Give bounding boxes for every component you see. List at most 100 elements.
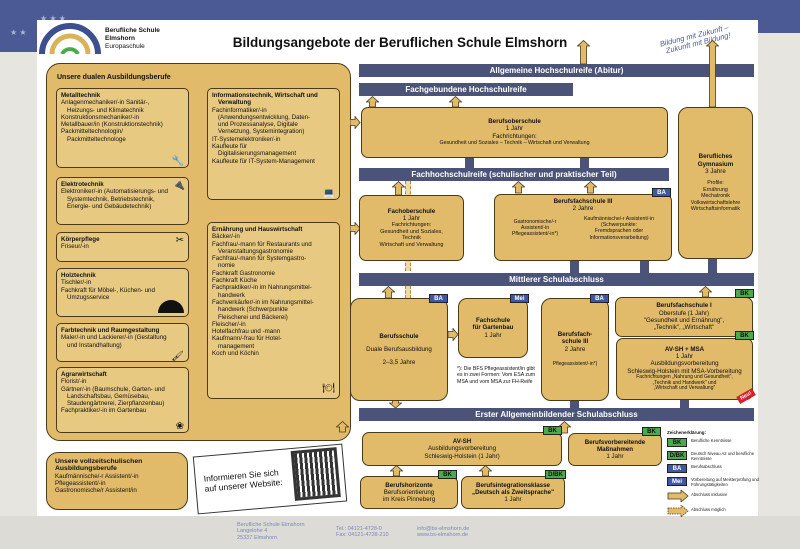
saw-blade-icon <box>158 300 184 313</box>
badge-bk: BK <box>642 427 661 436</box>
connector <box>708 258 717 274</box>
list-line: Oberstufe (1 Jahr) <box>658 309 710 317</box>
list-line: Fachkraft für Möbel-, Küchen- und <box>61 286 155 294</box>
wrench-icon: 🔧 <box>171 155 184 167</box>
legend-item: BK Berufliche Kenntnisse <box>667 437 759 448</box>
arrow-up-icon <box>336 421 349 433</box>
school-title: Berufsfach- <box>557 330 593 338</box>
connector <box>570 260 579 274</box>
school-name: Berufliche Schule Elmshorn Europaschule <box>105 27 160 51</box>
list-line: Fleischerei und Bäckerei) <box>218 313 288 321</box>
star-icon: ★ ★ <box>10 28 27 37</box>
school-title: Berufsintegrationsklasse <box>476 481 550 489</box>
badge-bk: BK <box>438 470 457 479</box>
connector <box>570 399 579 409</box>
school-duration: 1 Jahr <box>606 453 624 461</box>
list-line: Ausbildungsvorbereitung <box>427 445 497 453</box>
list-line: Fachpraktiker/-in im Nahrungsmittel- <box>212 284 312 292</box>
legend-item: Abschluss inklusive <box>667 489 759 503</box>
list-line: Fremdsprachen oder <box>594 228 644 235</box>
dashed-arrow <box>405 286 411 298</box>
school-title: Berufshorizonte <box>385 481 433 489</box>
list-line: Fachfrau/-mann für Restaurants und <box>212 240 312 248</box>
badge-ba: BA <box>652 188 671 197</box>
arrow-up-icon <box>699 286 712 298</box>
legend-text: Berufliche Kenntnisse <box>691 438 732 443</box>
list-line: und Prozessanalyse, Digitale <box>218 121 298 129</box>
badge-ba: BA <box>429 294 448 303</box>
list-line: Pflegeassistent/-in <box>55 479 106 487</box>
star-icon: ★ ★ ★ <box>40 14 66 23</box>
badge-bk: BK <box>735 289 754 298</box>
school-berufsintegrationsklasse[interactable]: Berufsintegrationsklasse„Deutsch als Zwe… <box>461 476 565 509</box>
legend-badge: BK <box>667 438 687 447</box>
list-line: Fachpraktiker/-in im Gartenbau <box>61 407 147 415</box>
legend-text: Abschluss möglich <box>691 507 726 512</box>
arrow-up-icon <box>382 286 395 299</box>
list-line: handwerk (Schwerpunkte <box>218 306 288 314</box>
list-line: Kaufmann/-frau für Hotel- <box>212 335 282 343</box>
legend-item: Abschluss möglich <box>667 504 759 518</box>
list-line: im Kreis Pinneberg <box>382 496 436 504</box>
list-line: Anlagenmechaniker/-in Sanitär-, <box>61 99 150 107</box>
badge-bk: BK <box>543 426 562 435</box>
bar-fachhochschulreife: Fachhochschulreife (schulischer und prak… <box>359 168 669 181</box>
page-title: Bildungsangebote der Beruflichen Schule … <box>232 35 568 50</box>
school-title: schule III <box>561 338 589 346</box>
footer-email-link[interactable]: info@bs-elmshorn.de <box>417 526 470 532</box>
list-line: Kaufleute für IT-System-Management <box>212 157 315 165</box>
connector <box>465 157 474 169</box>
group-title: Metalltechnik <box>61 92 101 99</box>
footer-website-link[interactable]: www.bs-elmshorn.de <box>417 532 469 539</box>
list-line: Wirtschaftsinformatik <box>690 206 741 213</box>
list-line: Staudengärtnerei, Zierpflanzenbau) <box>67 400 165 408</box>
list-line: Kaufmännische/-r Assistent/-in <box>55 472 139 480</box>
list-line: "Gesundheit und Ernährung", <box>643 317 725 324</box>
arrow-up-icon <box>577 40 590 65</box>
school-duration: 2 Jahre <box>564 345 586 353</box>
list-line: Systemtechnik, Betriebstechnik, <box>67 195 155 203</box>
school-title: Fachoberschule <box>387 207 436 215</box>
list-line: management <box>218 342 255 350</box>
list-line: Fachfrau/-mann für Systemgastro- <box>212 255 307 263</box>
school-name-line: Elmshorn <box>105 35 135 42</box>
list-line: Tischler/-in <box>61 279 92 287</box>
footer-line: Berufliche Schule Elmshorn <box>237 522 305 528</box>
school-detail: Gesundheit und Soziales – Technik – Wirt… <box>439 139 590 146</box>
list-line: Konstruktionsmechaniker/-in <box>61 113 140 121</box>
arrow-right-icon <box>350 116 361 129</box>
list-line: Kaufleute für <box>212 143 248 151</box>
list-line: Schleswig-Holstein (1 Jahr) <box>424 452 500 460</box>
school-title: Maßnahmen <box>596 445 634 453</box>
school-tagline: Europaschule <box>105 43 145 50</box>
qr-code[interactable] <box>290 447 341 501</box>
group-title: Farbtechnik und Raumgestaltung <box>61 327 160 334</box>
list-line: Veranstaltungsgastronomie <box>218 247 293 255</box>
badge-mei: Mei <box>510 294 529 303</box>
left-band <box>0 0 37 52</box>
list-line: Wirtschaft und Verwaltung <box>379 241 444 248</box>
group-title: Verwaltung <box>218 99 252 107</box>
list-line: Pflegeassistent/-in*) <box>511 231 559 238</box>
legend-badge: BA <box>667 464 687 473</box>
footer-line: Langelohe 4 <box>237 528 268 535</box>
school-duration: 1 Jahr <box>504 496 522 504</box>
connector <box>580 157 589 169</box>
